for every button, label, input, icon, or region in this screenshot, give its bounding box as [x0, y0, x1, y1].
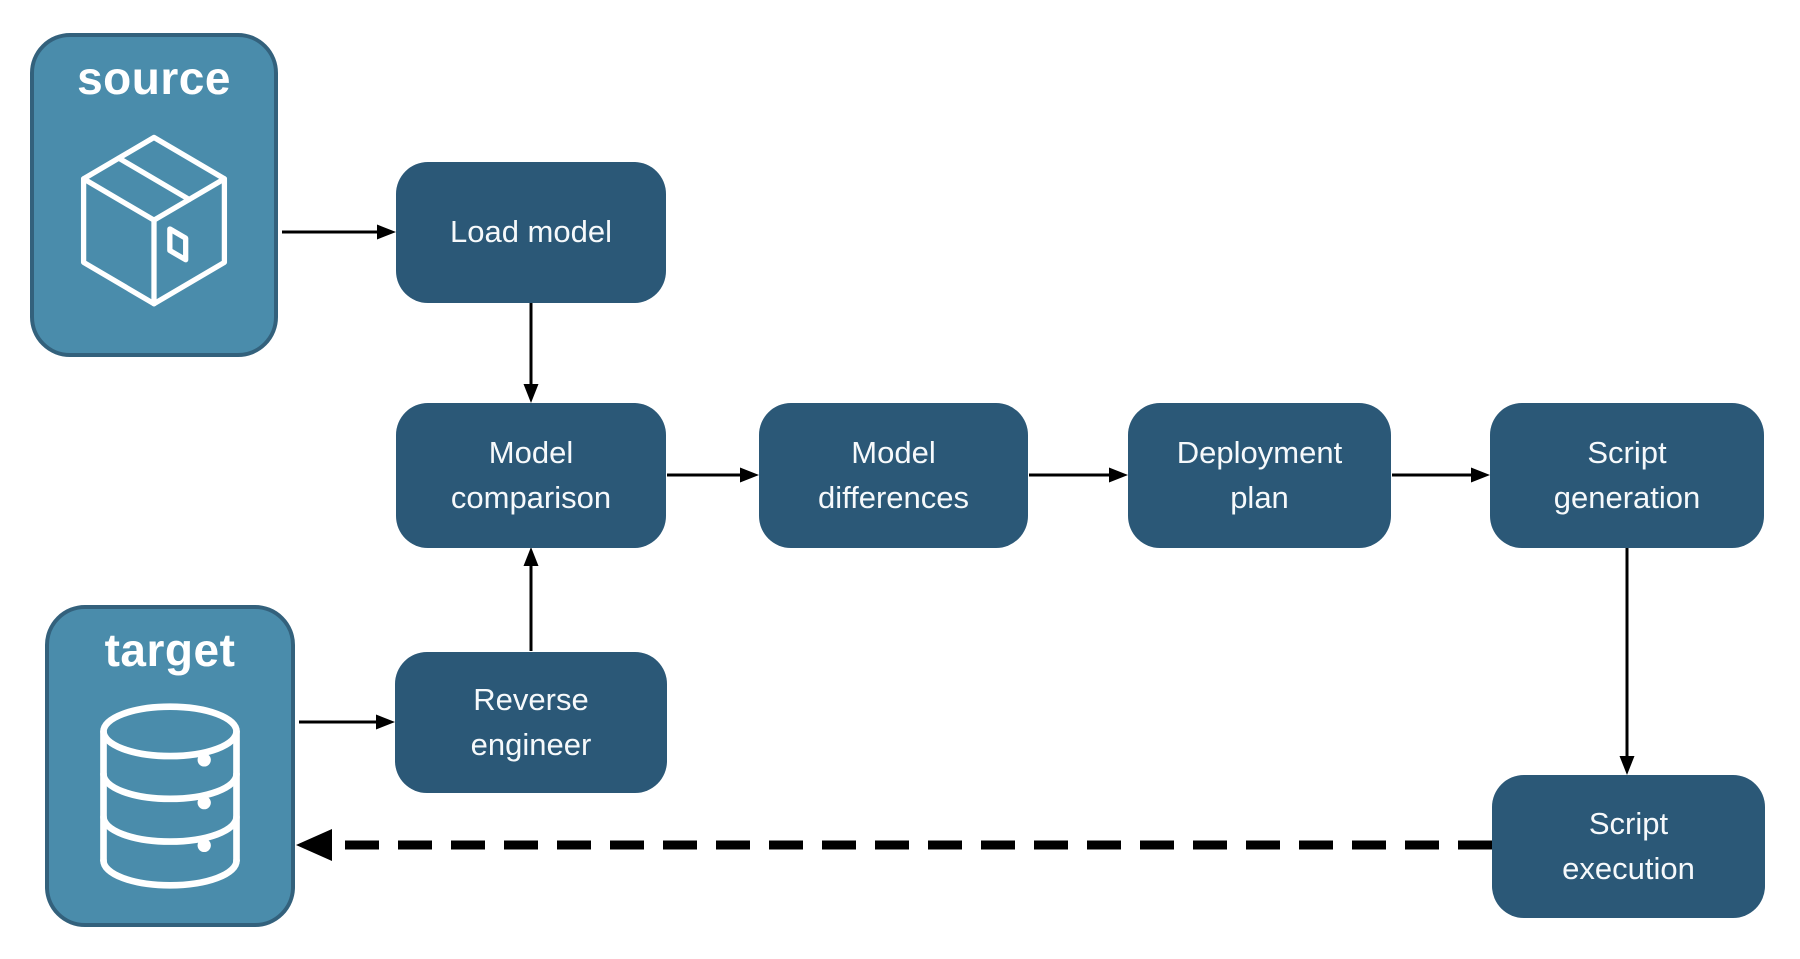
- node-script-execution: Script execution: [1492, 775, 1765, 918]
- database-icon: [94, 677, 246, 915]
- arrow-script-generation-to-script-execution: [1619, 548, 1635, 775]
- package-icon: [66, 105, 242, 345]
- arrow-model-differences-to-deployment-plan: [1029, 467, 1128, 483]
- node-model-differences: Model differences: [759, 403, 1028, 548]
- node-deployment-plan-label: Deployment plan: [1176, 435, 1343, 515]
- arrow-load-model-to-model-comparison: [523, 303, 539, 403]
- node-deployment-plan: Deployment plan: [1128, 403, 1391, 548]
- arrow-source-to-load-model: [282, 224, 396, 240]
- node-model-differences-label: Model differences: [817, 435, 970, 515]
- source-terminal: source: [30, 33, 278, 357]
- arrow-script-execution-to-target-dashed: [296, 829, 1492, 861]
- node-reverse-engineer: Reverse engineer: [395, 652, 667, 793]
- target-label: target: [104, 624, 236, 676]
- target-terminal: target: [45, 605, 295, 927]
- node-reverse-engineer-label: Reverse engineer: [470, 682, 592, 762]
- node-model-comparison-label: Model comparison: [450, 435, 612, 515]
- node-load-model-label: Load model: [449, 214, 612, 250]
- source-label: source: [77, 52, 231, 104]
- node-script-generation-label: Script generation: [1553, 435, 1701, 515]
- arrow-target-to-reverse-engineer: [299, 714, 395, 730]
- node-load-model: Load model: [396, 162, 666, 303]
- node-script-generation: Script generation: [1490, 403, 1764, 548]
- node-script-execution-label: Script execution: [1562, 806, 1695, 886]
- node-model-comparison: Model comparison: [396, 403, 666, 548]
- arrow-reverse-engineer-to-model-comparison: [523, 547, 539, 651]
- arrow-model-comparison-to-model-differences: [667, 467, 759, 483]
- arrow-deployment-plan-to-script-generation: [1392, 467, 1490, 483]
